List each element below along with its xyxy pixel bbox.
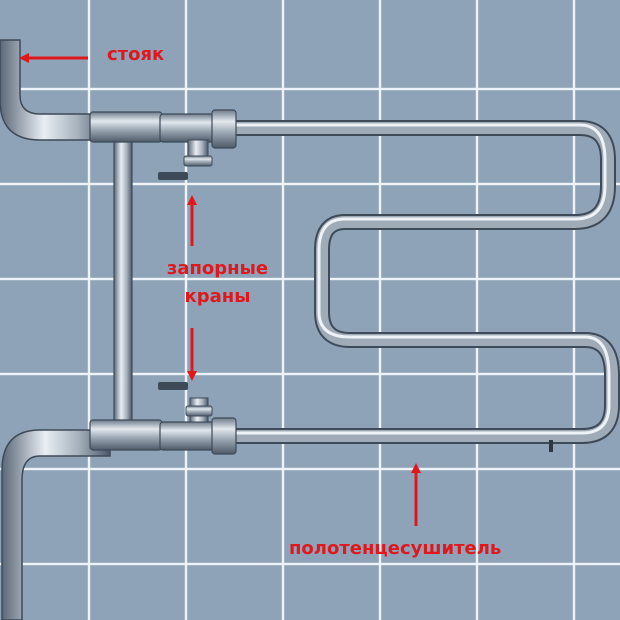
towel-dryer-coil [236, 120, 620, 452]
bypass-pipe [113, 137, 133, 423]
shutoff-valves-label-line2: краны [184, 286, 251, 307]
top-fittings [89, 109, 237, 180]
towel-dryer-label: полотенцесушитель [289, 538, 502, 559]
shutoff-valves-label-line1: запорные [166, 258, 269, 279]
riser-label: стояк [107, 44, 165, 65]
bottom-fittings [89, 382, 237, 455]
annotation-arrows [19, 53, 421, 526]
